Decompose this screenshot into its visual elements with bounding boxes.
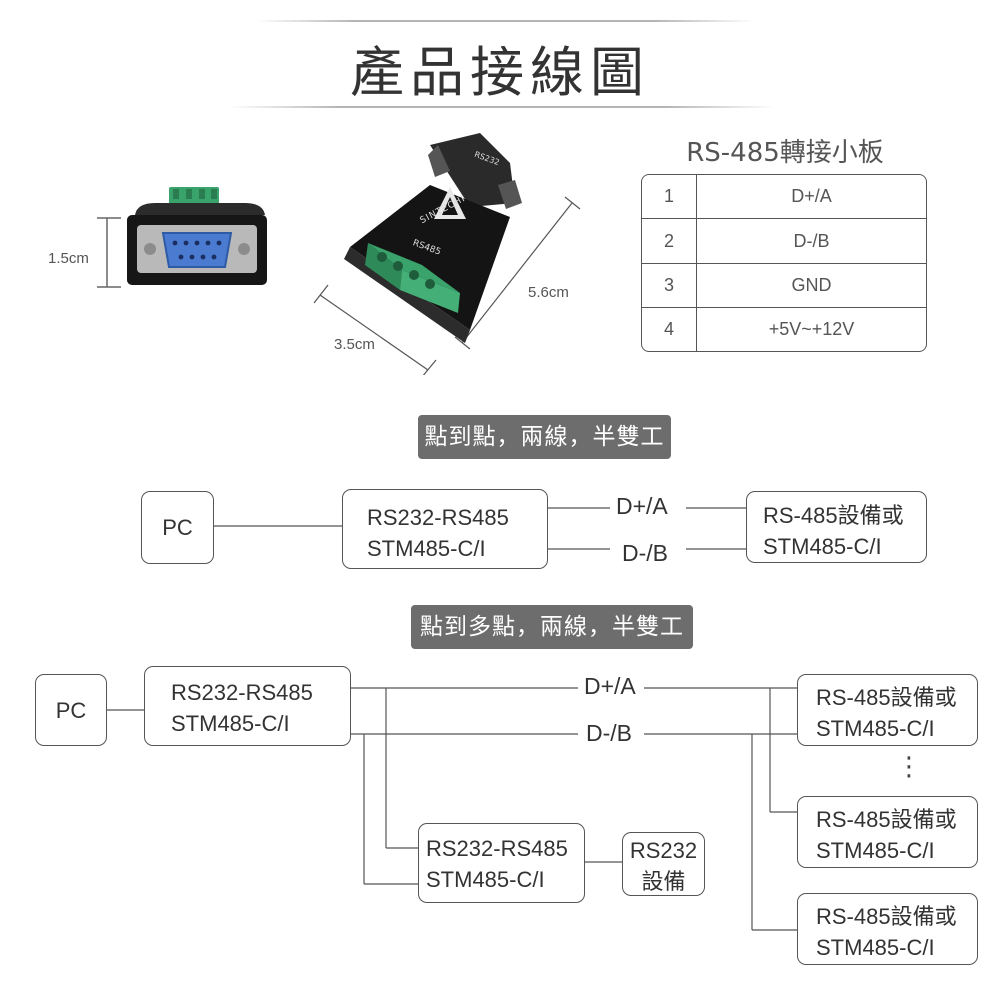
p2m-rs232-device-box: RS232 設備 bbox=[622, 832, 705, 896]
dimension-length-label: 5.6cm bbox=[528, 284, 569, 301]
p2m-device-box-1: RS-485設備或 STM485-C/I bbox=[797, 674, 978, 746]
device-iso-view bbox=[313, 133, 581, 375]
device-label: RS-485設備或 bbox=[816, 904, 957, 929]
p2p-device-box: RS-485設備或 STM485-C/I bbox=[746, 491, 927, 563]
p2m-sub-converter-box: RS232-RS485 STM485-C/I bbox=[418, 823, 585, 903]
p2m-line-a-label: D+/A bbox=[580, 673, 640, 700]
pin-table: 1 D+/A 2 D-/B 3 GND 4 +5V~+12V bbox=[641, 174, 927, 352]
p2p-converter-box: RS232-RS485 STM485-C/I bbox=[342, 489, 548, 569]
converter-part: STM485-C/I bbox=[171, 711, 290, 736]
p2p-line-b-label: D-/B bbox=[618, 540, 672, 567]
device-label: RS-485設備或 bbox=[816, 807, 957, 832]
table-row: 2 D-/B bbox=[642, 219, 926, 264]
converter-model: RS232-RS485 bbox=[367, 505, 509, 530]
p2m-pc-box: PC bbox=[35, 674, 107, 746]
rs232-device-label: RS232 bbox=[629, 838, 698, 863]
page-title: 產品接線圖 bbox=[350, 41, 650, 104]
p2m-line-b-label: D-/B bbox=[582, 720, 636, 747]
title-rule-top bbox=[255, 20, 755, 22]
device-part: STM485-C/I bbox=[816, 716, 935, 741]
device-part: STM485-C/I bbox=[816, 935, 935, 960]
pin-signal: D-/B bbox=[697, 219, 926, 264]
device-label: RS-485設備或 bbox=[816, 685, 957, 710]
converter-model: RS232-RS485 bbox=[426, 836, 568, 861]
p2m-converter-box: RS232-RS485 STM485-C/I bbox=[144, 666, 351, 746]
dimension-width-label: 3.5cm bbox=[334, 336, 375, 353]
table-row: 3 GND bbox=[642, 263, 926, 309]
heading-point-to-point: 點到點，兩線，半雙工 bbox=[418, 415, 671, 459]
p2p-pc-box: PC bbox=[141, 491, 214, 564]
converter-model: RS232-RS485 bbox=[171, 680, 313, 705]
pin-number: 1 bbox=[642, 175, 697, 220]
pin-signal: GND bbox=[697, 264, 926, 309]
pin-number: 2 bbox=[642, 219, 697, 264]
heading-point-to-multipoint: 點到多點，兩線，半雙工 bbox=[411, 605, 693, 649]
p2m-device-box-2: RS-485設備或 STM485-C/I bbox=[797, 796, 978, 868]
device-part: STM485-C/I bbox=[763, 534, 882, 559]
pin-table-title: RS-485轉接小板 bbox=[686, 138, 884, 168]
pc-label: PC bbox=[162, 515, 193, 540]
table-row: 4 +5V~+12V bbox=[642, 308, 926, 351]
pin-number: 3 bbox=[642, 263, 697, 309]
converter-part: STM485-C/I bbox=[426, 867, 545, 892]
pc-label: PC bbox=[55, 697, 87, 723]
dimension-height-label: 1.5cm bbox=[48, 250, 89, 267]
pin-number: 4 bbox=[642, 308, 697, 351]
device-label: RS-485設備或 bbox=[763, 503, 904, 528]
p2m-device-box-3: RS-485設備或 STM485-C/I bbox=[797, 893, 978, 965]
p2p-line-a-label: D+/A bbox=[612, 493, 672, 520]
table-row: 1 D+/A bbox=[642, 175, 926, 220]
device-front-view bbox=[97, 187, 267, 288]
pin-signal: D+/A bbox=[697, 175, 926, 220]
pin-signal: +5V~+12V bbox=[768, 319, 855, 340]
converter-part: STM485-C/I bbox=[367, 536, 486, 561]
rs232-device-sub: 設備 bbox=[641, 869, 686, 894]
more-devices-ellipsis: ⋮ bbox=[896, 752, 922, 782]
title-rule-bottom bbox=[230, 106, 775, 108]
device-part: STM485-C/I bbox=[816, 838, 935, 863]
